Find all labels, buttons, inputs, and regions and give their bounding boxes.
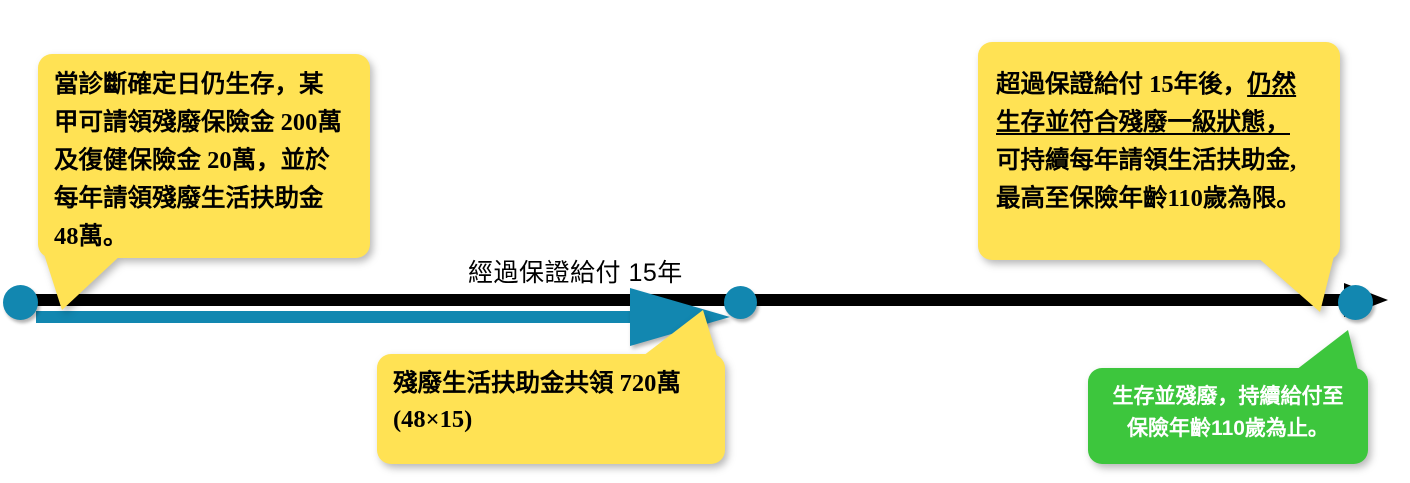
start-marker-dot-icon (3, 285, 38, 320)
end-marker-dot-icon (1338, 285, 1373, 320)
callout-continued-payment-line-2: 保險年齡110歲為止。 (1127, 417, 1329, 440)
callout-continued-payment: 生存並殘廢，持續給付至 保險年齡110歲為止。 (1088, 330, 1368, 464)
callout-continued-payment-tail-icon (1296, 330, 1358, 370)
callout-diagnosis-text: 當診斷確定日仍生存，某 甲可請領殘廢保險金 200萬 及復健保險金 20萬，並於… (38, 54, 370, 256)
callout-total-benefit-line-1: 殘廢生活扶助金共領 720萬 (393, 370, 681, 397)
callout-diagnosis-line-4: 每年請領殘廢生活扶助金 (54, 185, 324, 212)
callout-beyond-guarantee: 超過保證給付 15年後，仍然 生存並符合殘廢一級狀態， 可持續每年請領生活扶助金… (978, 42, 1340, 312)
callout-diagnosis-line-5: 48萬。 (54, 223, 128, 250)
callout-continued-payment-line-1: 生存並殘廢，持續給付至 (1112, 385, 1344, 408)
callout-diagnosis: 當診斷確定日仍生存，某 甲可請領殘廢保險金 200萬 及復健保險金 20萬，並於… (38, 54, 370, 310)
callout-continued-payment-body (1088, 368, 1368, 464)
year-15-marker-dot-icon (724, 286, 757, 319)
callout-beyond-guarantee-line-1-plain: 超過保證給付 15年後， (996, 71, 1248, 98)
callout-diagnosis-line-1: 當診斷確定日仍生存，某 (54, 71, 324, 98)
callout-beyond-guarantee-line-4: 最高至保險年齡110歲為限。 (996, 185, 1301, 212)
callout-diagnosis-line-3: 及復健保險金 20萬，並於 (54, 147, 330, 174)
callout-beyond-guarantee-text: 超過保證給付 15年後，仍然 生存並符合殘廢一級狀態， 可持續每年請領生活扶助金… (978, 42, 1340, 218)
callout-beyond-guarantee-line-3: 可持續每年請領生活扶助金, (996, 147, 1297, 174)
callout-beyond-guarantee-body (978, 42, 1340, 260)
callout-diagnosis-line-2: 甲可請領殘廢保險金 200萬 (54, 109, 342, 136)
callout-diagnosis-body (38, 54, 370, 258)
callout-total-benefit-tail-icon (643, 310, 717, 356)
callout-beyond-guarantee-line-2: 生存並符合殘廢一級狀態， (996, 109, 1290, 136)
callout-diagnosis-tail-icon (44, 254, 122, 310)
callout-total-benefit-body (377, 354, 725, 464)
guaranteed-period-label: 經過保證給付 15年 (468, 259, 683, 287)
callout-continued-payment-text: 生存並殘廢，持續給付至 保險年齡110歲為止。 (1088, 368, 1368, 445)
callout-total-benefit: 殘廢生活扶助金共領 720萬 (48×15) (377, 310, 725, 464)
callout-total-benefit-text: 殘廢生活扶助金共領 720萬 (48×15) (377, 354, 725, 438)
callout-beyond-guarantee-tail-icon (1256, 256, 1334, 312)
callout-total-benefit-line-2: (48×15) (393, 406, 473, 433)
callout-beyond-guarantee-line-1-underline: 仍然 (1247, 71, 1297, 98)
callout-beyond-guarantee-line-1: 超過保證給付 15年後，仍然 (996, 66, 1324, 104)
guaranteed-period-bar (36, 311, 636, 323)
